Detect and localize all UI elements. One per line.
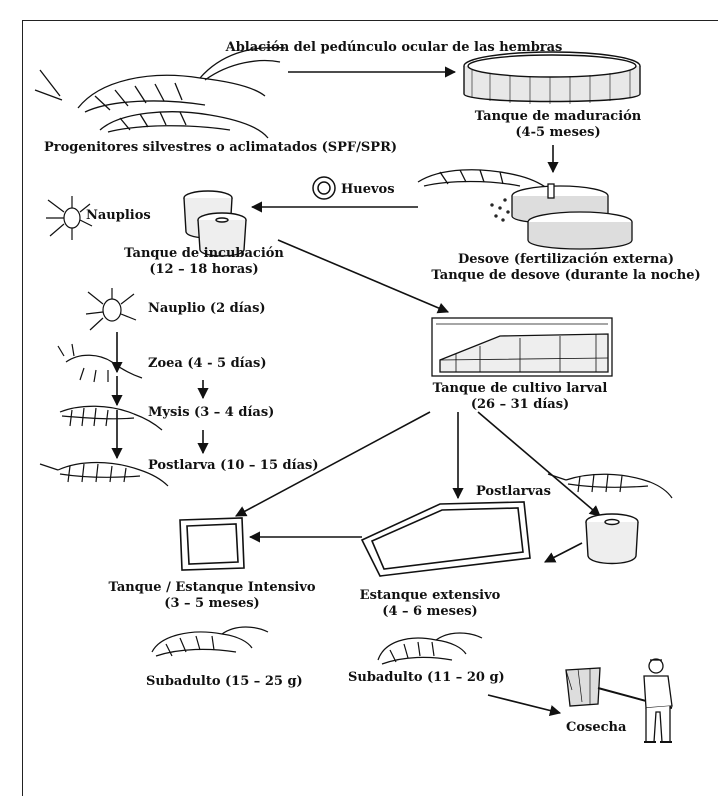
intensive-label: Tanque / Estanque Intensivo (3 – 5 meses… xyxy=(108,580,315,612)
incubation-tank-duration: (12 – 18 horas) xyxy=(149,262,259,277)
incubation-tank-illustration xyxy=(183,190,247,257)
postlarvae-shrimp-icon xyxy=(547,473,673,499)
arrow-larval-to-nursery xyxy=(477,411,601,517)
extensive-label: Estanque extensivo (4 – 6 meses) xyxy=(360,588,501,620)
larval-tank-label: Tanque de cultivo larval (26 – 31 días) xyxy=(433,381,608,413)
postlarva-stage-icon xyxy=(39,461,169,487)
extensive-duration: (4 – 6 meses) xyxy=(382,604,478,619)
mysis-stage-icon xyxy=(59,405,163,431)
subadult-extensive-label: Subadulto (11 – 20 g) xyxy=(348,670,505,685)
nauplius-icon xyxy=(46,196,93,240)
nursery-tank-illustration xyxy=(585,513,639,565)
maturation-tank-duration: (4-5 meses) xyxy=(515,125,601,140)
broodstock-label: Progenitores silvestres o aclimatados (S… xyxy=(44,140,398,155)
zoea-stage-icon xyxy=(57,343,143,383)
title-eyestalk-ablation: Ablación del pedúnculo ocular de las hem… xyxy=(225,40,563,55)
arrow-subadult-to-harvest xyxy=(487,694,562,716)
spawning-label: Desove (fertilización externa) Tanque de… xyxy=(431,252,700,284)
incubation-tank-name: Tanque de incubación xyxy=(124,246,284,261)
subadult-intensive-label: Subadulto (15 – 25 g) xyxy=(146,674,303,689)
maturation-tank-name: Tanque de maduración xyxy=(474,109,642,124)
arrow-incubation-to-larval xyxy=(277,239,450,314)
stage-mysis-label: Mysis (3 – 4 días) xyxy=(148,405,275,420)
flow-arrows xyxy=(111,66,601,716)
maturation-tank-label: Tanque de maduración (4-5 meses) xyxy=(475,109,642,141)
stage-zoea-label: Zoea (4 - 5 días) xyxy=(148,356,267,371)
spawning-line1: Desove (fertilización externa) xyxy=(457,252,675,267)
harvest-worker-illustration xyxy=(565,658,673,743)
larval-tank-illustration xyxy=(431,317,613,377)
larval-tank-name: Tanque de cultivo larval xyxy=(432,381,608,396)
subadult-shrimp-intensive-icon xyxy=(151,626,269,657)
eggs-label: Huevos xyxy=(341,182,395,197)
larval-tank-duration: (26 – 31 días) xyxy=(470,397,570,412)
stage-nauplio-label: Nauplio (2 días) xyxy=(148,301,266,316)
harvest-label: Cosecha xyxy=(566,720,627,735)
postlarvae-label: Postlarvas xyxy=(476,484,551,499)
broodstock-shrimp-illustration xyxy=(34,46,286,139)
diagram-frame xyxy=(22,20,718,796)
extensive-name: Estanque extensivo xyxy=(359,588,501,603)
arrow-nursery-to-extensive xyxy=(544,542,583,563)
subadult-shrimp-extensive-icon xyxy=(377,632,483,665)
maturation-tank-illustration xyxy=(463,51,641,104)
intensive-tank-shape xyxy=(179,517,245,571)
nauplio-stage-icon xyxy=(85,288,137,331)
arrow-larval-to-intensive xyxy=(235,411,431,517)
egg-icon xyxy=(312,176,336,200)
stage-postlarva-label: Postlarva (10 – 15 días) xyxy=(148,458,319,473)
incubation-tank-label: Tanque de incubación (12 – 18 horas) xyxy=(124,246,284,278)
spawning-line2: Tanque de desove (durante la noche) xyxy=(431,268,701,283)
nauplii-label: Nauplios xyxy=(86,208,151,223)
extensive-pond-shape xyxy=(360,501,531,577)
intensive-duration: (3 – 5 meses) xyxy=(164,596,260,611)
spawning-tank-illustration xyxy=(417,169,633,250)
intensive-name: Tanque / Estanque Intensivo xyxy=(108,580,316,595)
